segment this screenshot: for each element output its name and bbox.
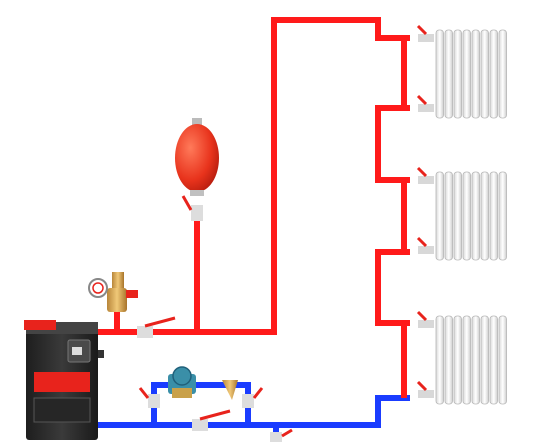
supply-line — [98, 17, 410, 335]
radiator-valve-icon — [416, 236, 434, 254]
radiator-valve-icon — [416, 24, 434, 42]
circulation-pump-icon — [168, 366, 196, 398]
safety-group-icon — [88, 272, 138, 312]
ball-valve-icon — [270, 428, 293, 442]
radiator-valve-icon — [416, 94, 434, 112]
strainer-icon — [222, 380, 238, 400]
ball-valve-icon — [181, 195, 203, 221]
valves — [137, 195, 293, 442]
riser — [375, 38, 410, 398]
radiators — [416, 24, 507, 405]
radiator-valve-icon — [416, 310, 434, 328]
expansion-tank-icon — [175, 118, 219, 196]
radiator-valve-icon — [416, 380, 434, 398]
radiator-valve-icon — [416, 166, 434, 184]
boiler-icon — [24, 320, 104, 440]
radiator-icon — [416, 24, 507, 119]
ball-valve-icon — [242, 387, 264, 408]
radiator-icon — [416, 166, 507, 261]
ball-valve-icon — [137, 316, 176, 338]
ball-valve-icon — [138, 387, 160, 408]
radiator-icon — [416, 310, 507, 405]
ball-valve-icon — [192, 409, 231, 431]
